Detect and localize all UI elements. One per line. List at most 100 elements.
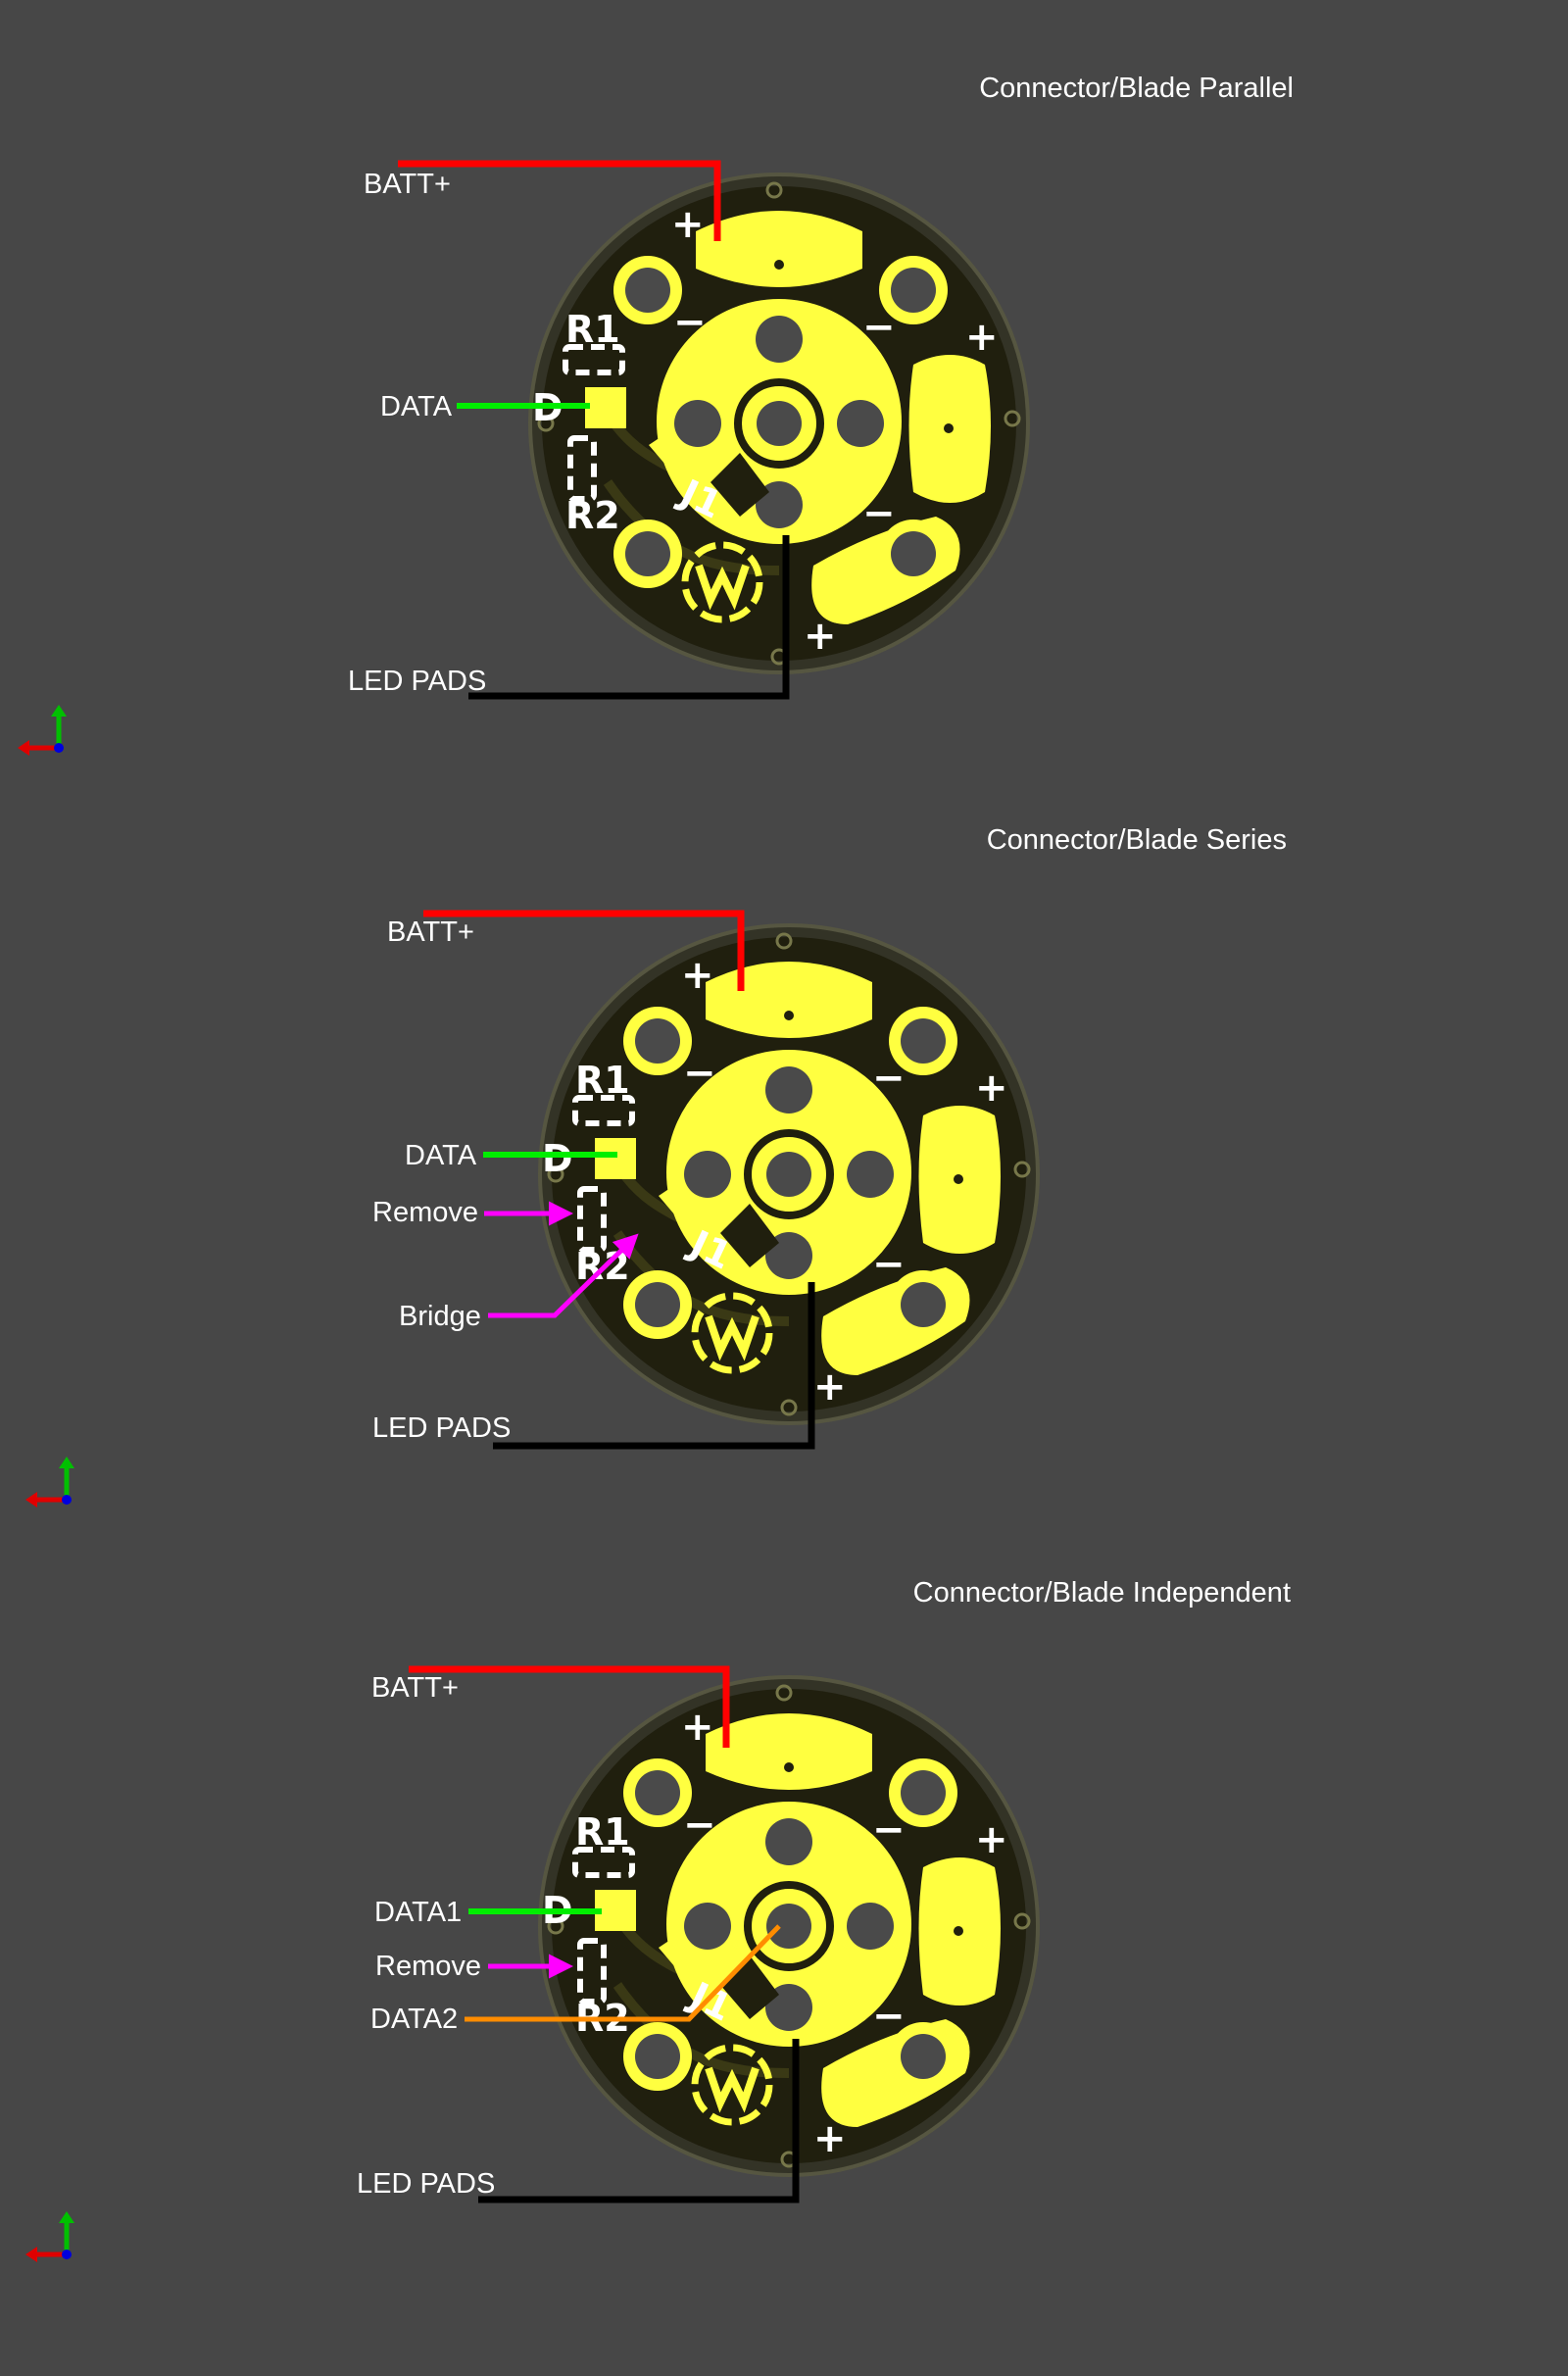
center-hole [765,1818,812,1865]
rim-via [775,1684,793,1702]
rim-via [775,932,793,950]
j1-pad [659,1182,696,1215]
rim-via [547,1165,564,1183]
center-hole [766,1152,811,1197]
logo-ring [691,1292,773,1374]
logo-ring [681,541,763,623]
led-label: LED PADS [357,2168,495,2200]
r2-outline [577,1186,607,1253]
batt-label: BATT+ [364,169,451,200]
silk-minus-3: − [872,1994,906,2039]
remove-label: Remove [372,1197,478,1228]
silk-plus-bottom: + [813,1364,847,1410]
r2-outline [567,435,597,502]
center-hole [756,316,803,363]
callouts: BATT+ DATA Remove Bridge LED PADS [372,910,815,1450]
ring-hole [891,268,936,313]
ring-hole [635,1770,680,1815]
panel-title: Connector/Blade Parallel [979,73,1294,104]
j1-pad [649,431,686,465]
bridge-label: Bridge [399,1301,481,1332]
pad-batt-top [706,962,872,1038]
silkscreen-labels: R1 R2 D J1 + + + − − − [542,1705,1008,2161]
axis-triad-icon [18,705,67,756]
ring-hole [635,2034,680,2079]
center-ring [734,378,824,469]
r1-outline [563,344,625,375]
data2-line [465,1924,781,2022]
rim-via [780,1399,798,1416]
remove-label: Remove [375,1951,481,1982]
center-ring [744,1129,834,1219]
pcb-board [528,173,1030,674]
batt-line [423,910,745,991]
silk-minus-2: − [862,305,896,350]
center-hole [847,1151,894,1198]
center-keyway [720,1204,779,1267]
pad-dot [944,423,954,433]
silk-minus-3: − [872,1242,906,1287]
ring-hole [625,268,670,313]
r1-outline [572,1095,635,1126]
pad-dot [954,1174,963,1184]
silk-r1: R1 [575,1059,630,1102]
silk-minus-3: − [862,491,896,536]
data-label: DATA [380,391,453,422]
j1-pad [659,1934,696,1967]
silk-plus-bottom: + [813,2116,847,2161]
j1-pad [674,449,715,484]
axis-y-head [59,2211,74,2223]
callouts: BATT+ DATA LED PADS [348,160,790,700]
ring-hole [901,2034,946,2079]
axis-triad-icon [25,2211,74,2262]
callouts: BATT+ DATA1 Remove DATA2 LED PADS [357,1665,800,2203]
silk-plus-right: + [975,1065,1008,1111]
silk-minus-2: − [872,1807,906,1853]
batt-line [409,1665,730,1748]
pad-dot [784,1762,794,1772]
pcb-board [538,1675,1040,2177]
data-pad [585,387,626,428]
center-hole [837,400,884,447]
panel-title: Connector/Blade Series [987,824,1287,856]
ring-hole [901,1770,946,1815]
axis-z [62,1495,72,1505]
batt-line [398,160,721,241]
logo-w-icon [695,564,750,611]
led-line [493,1282,815,1450]
silk-r1: R1 [575,1810,630,1854]
rim-via [1004,410,1021,427]
center-hole [684,1903,731,1950]
panel-parallel: Connector/Blade Parallel R1 R2 D J1 + + … [18,73,1294,756]
panel-independent: Connector/Blade Independent R1 R2 D J1 +… [25,1577,1291,2262]
led-line [468,535,790,700]
silk-minus-1: − [683,1051,716,1096]
rim-via [547,1917,564,1935]
data-pad [595,1138,636,1179]
panel-series: Connector/Blade Series R1 R2 D J1 + + + … [25,824,1287,1508]
pcb-board [538,923,1040,1425]
axis-y-head [51,705,67,717]
center-hole [757,401,802,446]
ring-hole [901,1018,946,1064]
silk-r2: R2 [565,494,620,537]
batt-label: BATT+ [371,1672,459,1704]
silk-minus-1: − [673,300,707,345]
axis-z [62,2250,72,2259]
axis-x-head [25,1492,37,1508]
axis-triad-icon [25,1457,74,1508]
led-label: LED PADS [348,666,486,697]
axis-y-head [59,1457,74,1468]
r2-outline [577,1938,607,2005]
pad-dot [784,1011,794,1020]
j1-pad [684,1952,725,1987]
axis-z [54,743,64,753]
j1-pad [684,1200,725,1235]
rim-via [1013,1161,1031,1178]
silk-plus-right: + [965,315,999,360]
silk-plus-top: + [671,202,705,247]
pad-dot [954,1926,963,1936]
led-label: LED PADS [372,1412,511,1444]
center-hole [766,1904,811,1949]
